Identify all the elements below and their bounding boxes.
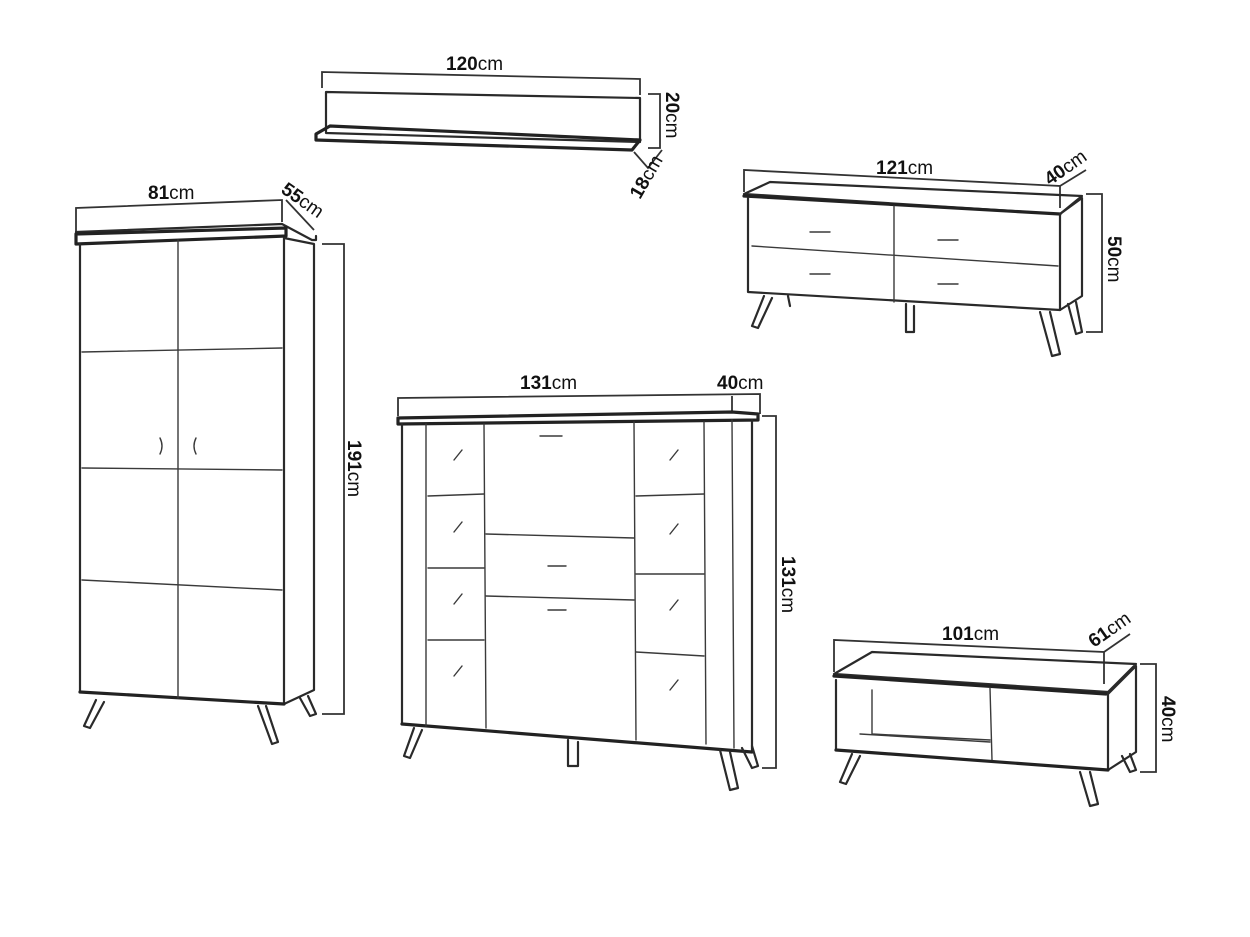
- coffee-table: 101cm 61cm 40cm: [832, 608, 1178, 808]
- coffee-table-width-dimension: [833, 639, 1105, 684]
- coffee-table-height-dimension: [1140, 663, 1157, 773]
- wardrobe-width-label: 81cm: [148, 183, 194, 204]
- highboard-height-dimension: [762, 415, 777, 769]
- sideboard-depth-dimension: [1059, 169, 1087, 187]
- coffee-table-depth-dimension: [1103, 633, 1131, 653]
- wardrobe-height-label: 191cm: [343, 440, 364, 497]
- highboard-width-label: 131cm: [520, 373, 577, 394]
- sideboard-height-label: 50cm: [1103, 236, 1124, 282]
- wardrobe-height-dimension: [322, 243, 345, 715]
- sideboard-height-dimension: [1086, 193, 1103, 333]
- shelf-height-dimension: [648, 93, 661, 149]
- highboard-height-label: 131cm: [777, 556, 798, 613]
- sideboard-width-label: 121cm: [876, 158, 933, 179]
- highboard-width-dimension: [397, 393, 761, 416]
- shelf-width-label: 120cm: [446, 54, 503, 75]
- coffee-table-width-label: 101cm: [942, 624, 999, 645]
- shelf-height-label: 20cm: [661, 92, 682, 138]
- shelf-depth-dimension: [633, 149, 663, 170]
- highboard-depth-label: 40cm: [717, 373, 763, 394]
- sideboard-depth-label: 40cm: [1041, 146, 1091, 190]
- wardrobe: 81cm 55cm 191cm: [74, 179, 364, 746]
- coffee-table-height-label: 40cm: [1157, 696, 1178, 742]
- wardrobe-width-dimension: [75, 199, 283, 232]
- coffee-table-depth-label: 61cm: [1085, 608, 1135, 652]
- sideboard-width-dimension: [743, 169, 1061, 208]
- highboard: 131cm 40cm 131cm: [396, 373, 798, 792]
- shelf-depth-label: 18cm: [626, 152, 667, 203]
- sideboard: 121cm 40cm 50cm: [742, 146, 1124, 358]
- shelf-width-dimension: [321, 71, 641, 95]
- wall-shelf: 120cm 20cm 18cm: [314, 54, 682, 203]
- wardrobe-depth-dimension: [285, 199, 315, 231]
